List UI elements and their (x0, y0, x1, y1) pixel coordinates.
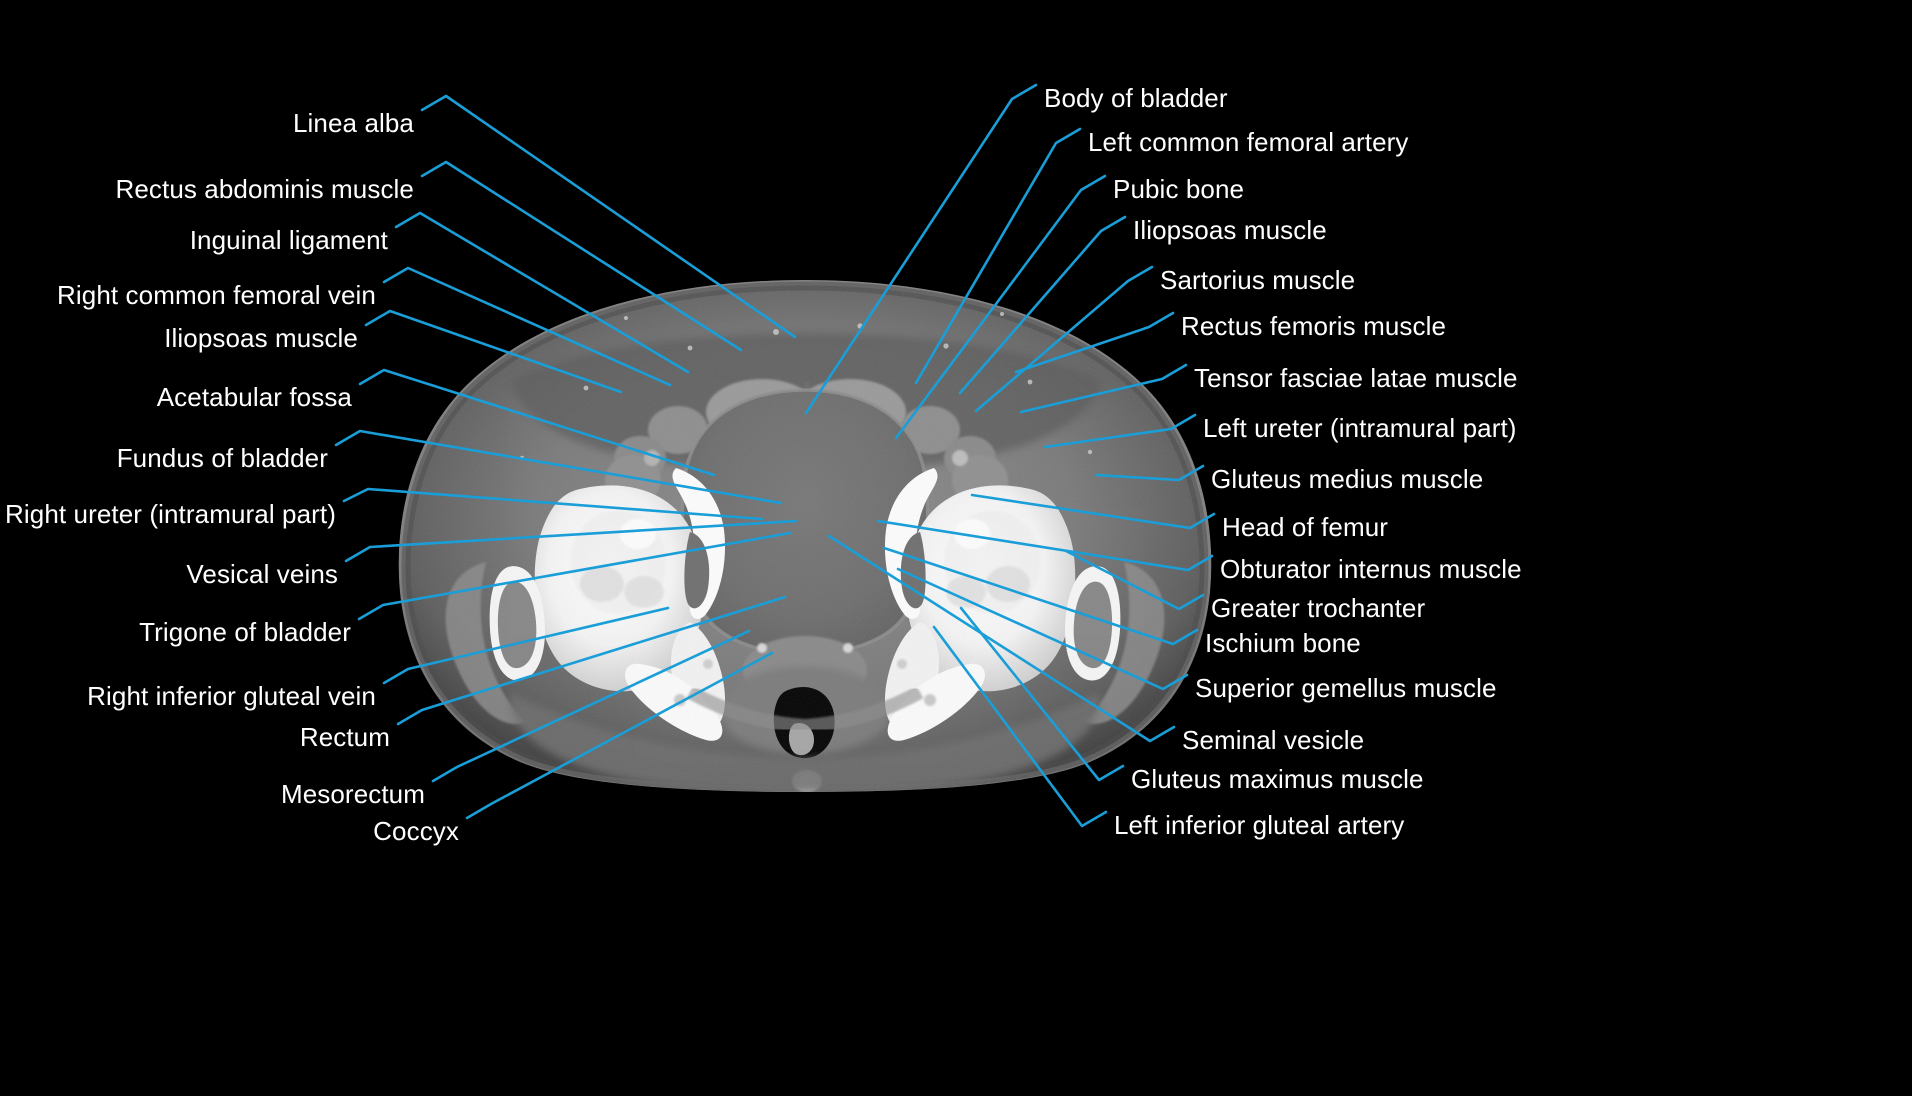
label-gluteus-maximus-muscle[interactable]: Gluteus maximus muscle (1131, 764, 1424, 794)
label-acetabular-fossa[interactable]: Acetabular fossa (156, 382, 352, 412)
label-left-ureter-intramural-part[interactable]: Left ureter (intramural part) (1203, 413, 1517, 443)
ct-scan-image (390, 262, 1220, 792)
label-seminal-vesicle[interactable]: Seminal vesicle (1182, 725, 1365, 755)
label-right-ureter-intramural-part[interactable]: Right ureter (intramural part) (5, 499, 336, 529)
label-ischium-bone[interactable]: Ischium bone (1205, 628, 1361, 658)
label-sartorius-muscle[interactable]: Sartorius muscle (1160, 265, 1356, 295)
label-rectus-abdominis-muscle[interactable]: Rectus abdominis muscle (115, 174, 414, 204)
label-coccyx[interactable]: Coccyx (373, 816, 459, 846)
label-rectus-femoris-muscle[interactable]: Rectus femoris muscle (1181, 311, 1447, 341)
label-tensor-fasciae-latae-muscle[interactable]: Tensor fasciae latae muscle (1194, 363, 1518, 393)
label-fundus-of-bladder[interactable]: Fundus of bladder (116, 443, 328, 473)
label-head-of-femur[interactable]: Head of femur (1222, 512, 1389, 542)
label-right-inferior-gluteal-vein[interactable]: Right inferior gluteal vein (87, 681, 376, 711)
label-inguinal-ligament[interactable]: Inguinal ligament (189, 225, 388, 255)
label-rectum[interactable]: Rectum (299, 722, 390, 752)
label-left-common-femoral-artery[interactable]: Left common femoral artery (1088, 127, 1409, 157)
label-linea-alba[interactable]: Linea alba (293, 108, 414, 138)
label-iliopsoas-muscle-right[interactable]: Iliopsoas muscle (164, 323, 358, 353)
label-left-inferior-gluteal-artery[interactable]: Left inferior gluteal artery (1114, 810, 1405, 840)
label-gluteus-medius-muscle[interactable]: Gluteus medius muscle (1211, 464, 1484, 494)
label-mesorectum[interactable]: Mesorectum (280, 779, 425, 809)
label-pubic-bone[interactable]: Pubic bone (1113, 174, 1245, 204)
label-iliopsoas-muscle-left[interactable]: Iliopsoas muscle (1133, 215, 1327, 245)
label-body-of-bladder[interactable]: Body of bladder (1044, 83, 1228, 113)
label-superior-gemellus-muscle[interactable]: Superior gemellus muscle (1195, 673, 1497, 703)
label-vesical-veins[interactable]: Vesical veins (186, 559, 338, 589)
label-right-common-femoral-vein[interactable]: Right common femoral vein (57, 280, 376, 310)
label-obturator-internus-muscle[interactable]: Obturator internus muscle (1220, 554, 1522, 584)
label-trigone-of-bladder[interactable]: Trigone of bladder (139, 617, 351, 647)
label-greater-trochanter[interactable]: Greater trochanter (1211, 593, 1426, 623)
